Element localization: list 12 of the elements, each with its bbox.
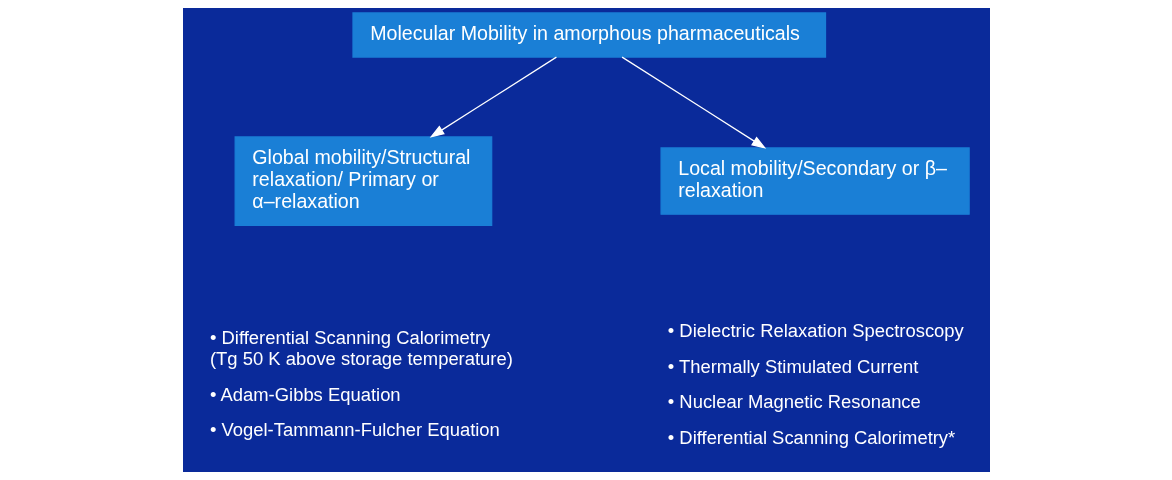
node-box: Molecular Mobility in amorphous pharmaceuticals	[351, 12, 826, 58]
node-label: • Thermally Stimulated Current	[667, 355, 918, 377]
node-label: • Differential Scanning Calorimetry (Tg 50 K above storage temperature)	[209, 327, 513, 370]
node-label: • Differential Scanning Calorimetry*	[667, 426, 955, 448]
node-label: • Dielectric Relaxation Spectroscopy	[667, 319, 964, 341]
node-box: Global mobility/Structural relaxation/ Primary or α–relaxation	[234, 136, 492, 226]
arrow	[621, 56, 766, 149]
node-label: • Vogel-Tammann-Fulcher Equation	[209, 419, 500, 441]
node-label: • Nuclear Magnetic Resonance	[667, 391, 921, 413]
node-box: Local mobility/Secondary or β– relaxation	[659, 147, 970, 215]
node-label: • Adam-Gibbs Equation	[209, 383, 401, 405]
arrow	[429, 56, 557, 138]
